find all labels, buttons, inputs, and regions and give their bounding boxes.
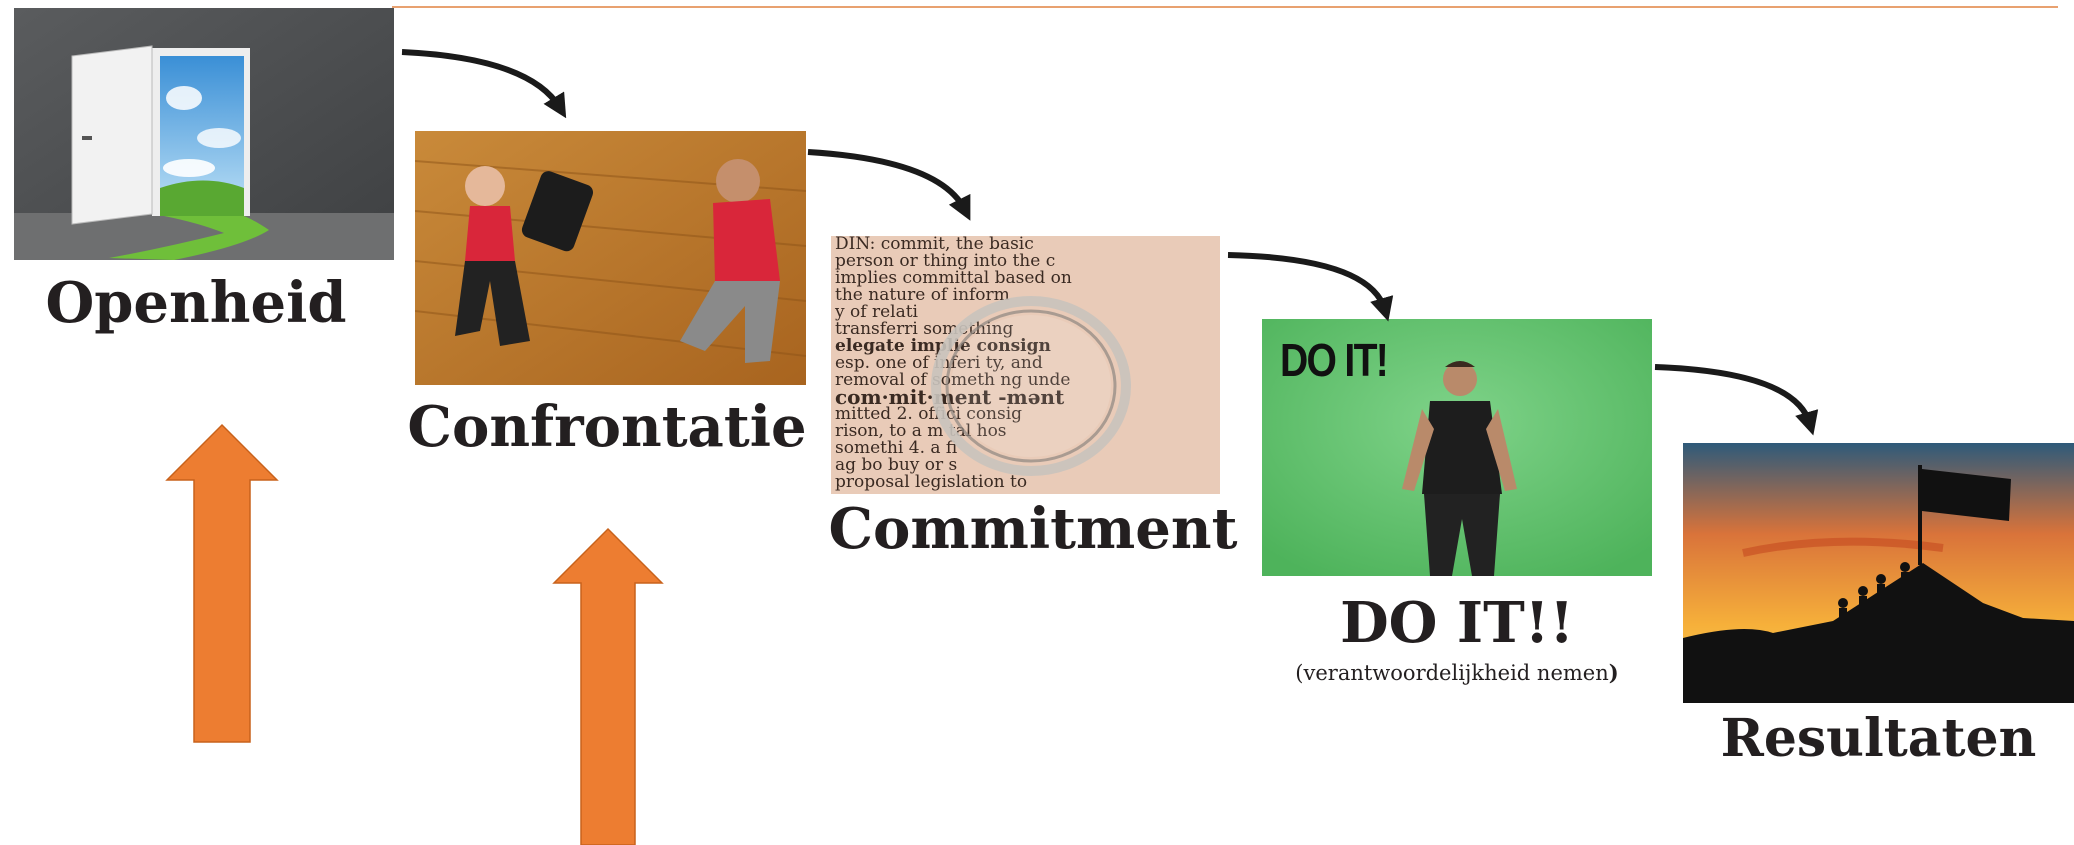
step-label-commitment: Commitment [828,496,1238,562]
top-rule [392,6,2058,8]
up-arrow-confrontatie [552,527,664,845]
step-label-do-it: DO IT!! [1340,590,1574,656]
flow-arrow-4 [1654,364,1819,436]
open-door-image [14,8,394,260]
flow-arrow-2 [807,149,971,221]
up-arrow-openheid [165,423,279,743]
flow-arrow-3 [1227,252,1394,322]
dictionary-text: DIN: commit, the basic person or thing i… [835,236,1072,492]
step-label-resultaten: Resultaten [1720,708,2037,769]
flow-arrow-1 [401,49,567,119]
boxing-training-image [415,131,806,385]
wedding-ring-icon [931,296,1131,476]
step-sublabel-do-it: (verantwoordelijkheid nemen) [1295,660,1619,685]
mountain-summit-image [1683,443,2074,703]
dictionary-ring-image: DIN: commit, the basic person or thing i… [831,236,1220,494]
step-label-openheid: Openheid [45,270,347,336]
do-it-caption: DO IT! [1280,334,1389,386]
do-it-greenscreen-image: DO IT! [1262,319,1652,576]
step-label-confrontatie: Confrontatie [407,394,807,460]
